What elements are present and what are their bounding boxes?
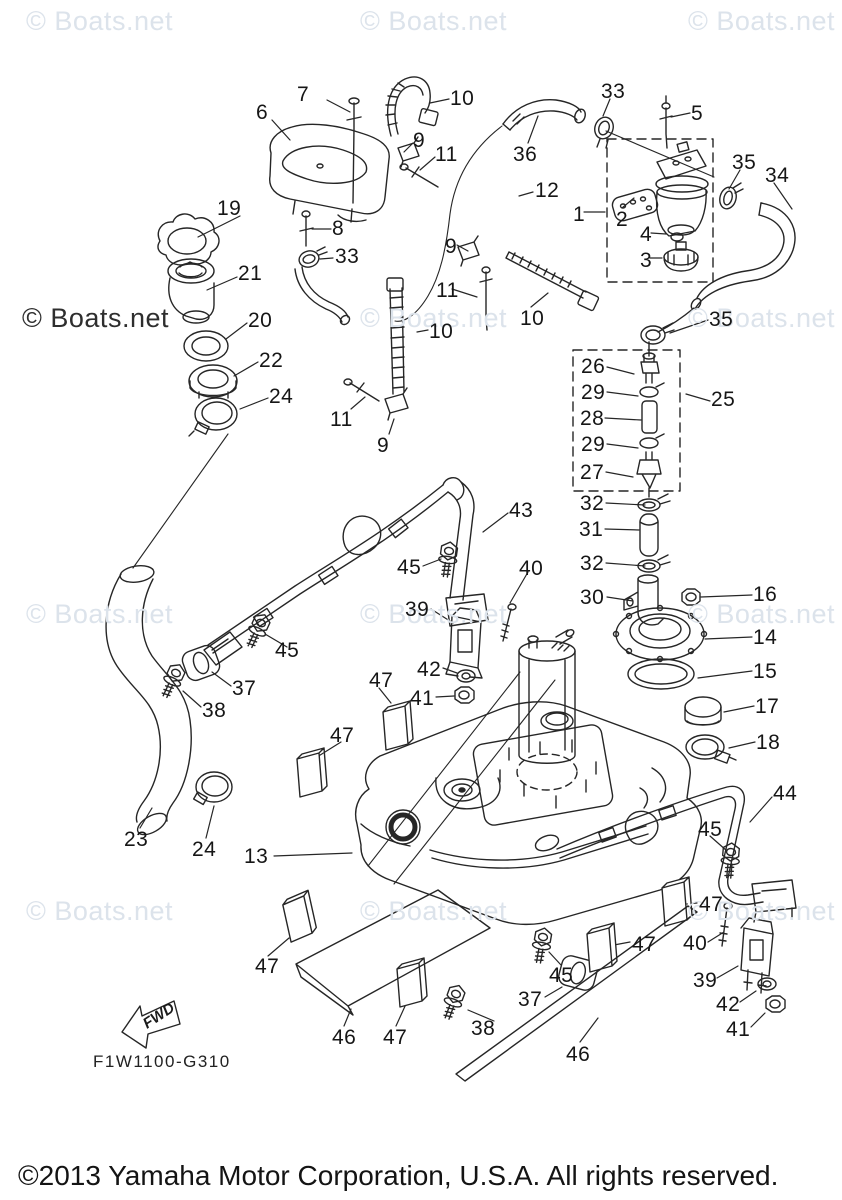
filter-assembly-box <box>606 138 714 283</box>
fuel-filter-drawing <box>655 141 709 237</box>
hose-36-drawing <box>502 99 586 131</box>
washer-20-drawing <box>183 330 229 362</box>
pad-47-drawing <box>296 747 328 798</box>
bolt-38-drawing <box>437 981 469 1023</box>
panel-46-drawing <box>295 889 491 1016</box>
strainer-parts-drawing <box>636 341 665 498</box>
pin-11a-drawing <box>399 163 439 188</box>
bolt-45-drawing <box>528 925 555 965</box>
rail-46-drawing <box>455 905 698 1082</box>
leader-lines <box>139 98 793 1043</box>
cap-17-drawing <box>684 696 722 726</box>
bracket-39a-drawing <box>445 607 483 679</box>
fwd-arrow: FWD <box>121 999 181 1049</box>
pin-11c-drawing <box>343 378 380 402</box>
pad-47-drawing <box>280 889 319 944</box>
filler-neck-21-drawing <box>167 258 215 324</box>
cable-tie-10a-drawing <box>385 76 439 137</box>
nut-41b-drawing <box>765 995 786 1013</box>
pad-47-drawing <box>586 922 618 973</box>
clamp-33b-drawing <box>594 116 614 149</box>
clamp-9b-drawing <box>457 235 480 267</box>
clamp-9a-drawing <box>397 136 420 168</box>
diagram-code: F1W1100-G310 <box>93 1052 231 1071</box>
nut-16-drawing <box>681 588 701 606</box>
clamp-35b-drawing <box>640 322 675 345</box>
clamp-24b-drawing <box>192 771 233 806</box>
cable-tie-10b-drawing <box>505 251 600 312</box>
copyright-footer: ©2013 Yamaha Motor Corporation, U.S.A. A… <box>18 1160 779 1191</box>
hose-23-drawing <box>105 565 192 836</box>
hose-34-drawing <box>657 202 796 333</box>
drain-knob-3-drawing <box>663 241 699 272</box>
bolt-40b-drawing <box>718 902 733 947</box>
strap-44-drawing <box>556 785 797 923</box>
strainer-assembly-box <box>572 349 681 492</box>
clamp-35a-drawing <box>719 182 744 210</box>
clamp-32a-drawing <box>637 493 671 512</box>
context-lines <box>132 125 715 885</box>
bolt-7-drawing <box>346 97 362 204</box>
retainer-37b-drawing <box>558 955 598 991</box>
nut-22-drawing <box>188 364 238 399</box>
clamp-24a-drawing <box>188 397 238 437</box>
hose-33a-drawing <box>294 266 351 326</box>
oring-4-drawing <box>670 232 684 242</box>
pad-47-drawing <box>382 700 414 751</box>
joint-30-drawing <box>623 574 665 626</box>
filler-cap-19-drawing <box>157 213 220 266</box>
clamp-32b-drawing <box>637 554 671 573</box>
bolt-8-drawing <box>299 210 314 247</box>
cover-drawing <box>269 123 390 223</box>
pipe-31-drawing <box>639 513 659 557</box>
clamp-18-drawing <box>685 734 737 764</box>
bracket-39b-drawing <box>740 917 774 994</box>
pin-11b-drawing <box>479 266 493 331</box>
flange-14-drawing <box>612 604 708 663</box>
cable-tie-10c-drawing <box>386 277 405 395</box>
grommet-42b-drawing <box>757 977 777 991</box>
grommet-42a-drawing <box>456 669 476 683</box>
nut-41a-drawing <box>454 686 475 704</box>
bracket-2-drawing <box>611 188 659 222</box>
clamp-9c-drawing <box>384 387 409 421</box>
strap-43-drawing <box>203 477 489 666</box>
retainer-37a-drawing <box>181 644 221 682</box>
pin-5-drawing <box>659 95 673 149</box>
bolt-40a-drawing <box>500 603 517 642</box>
fuel-tank-drawing <box>354 701 703 926</box>
clamp-33a-drawing <box>298 246 328 268</box>
gasket-15-drawing <box>627 658 695 690</box>
canister-drawing <box>518 629 576 764</box>
